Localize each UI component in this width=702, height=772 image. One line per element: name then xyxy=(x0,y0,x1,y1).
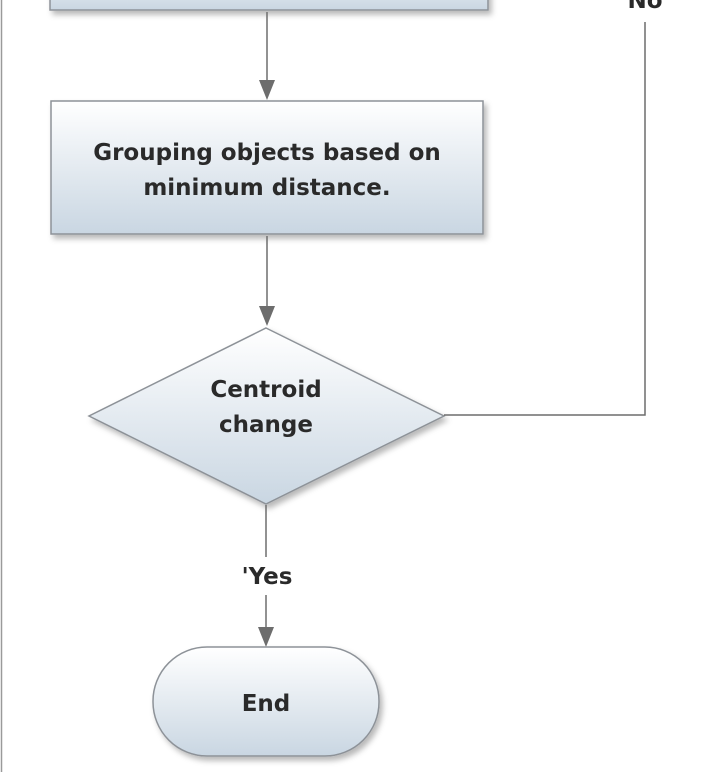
arrowhead-to-decision xyxy=(259,306,275,326)
connector-no-loop xyxy=(444,22,646,416)
arrowhead-to-end xyxy=(258,627,274,647)
grouping-step-text-line2: minimum distance. xyxy=(143,175,390,201)
previous-step-box xyxy=(49,0,489,11)
grouping-step-box: Grouping objects based on minimum distan… xyxy=(50,100,484,235)
decision-text-line1: Centroid xyxy=(210,377,321,403)
decision-diamond: Centroid change xyxy=(87,327,446,505)
end-label: End xyxy=(242,691,291,717)
arrowhead-to-group xyxy=(259,80,275,100)
no-edge-label: No xyxy=(627,0,662,14)
decision-text-line2: change xyxy=(219,412,313,438)
yes-edge-label: 'Yes xyxy=(242,564,293,590)
grouping-step-text-line1: Grouping objects based on xyxy=(93,140,441,166)
end-terminator: End xyxy=(152,646,380,757)
